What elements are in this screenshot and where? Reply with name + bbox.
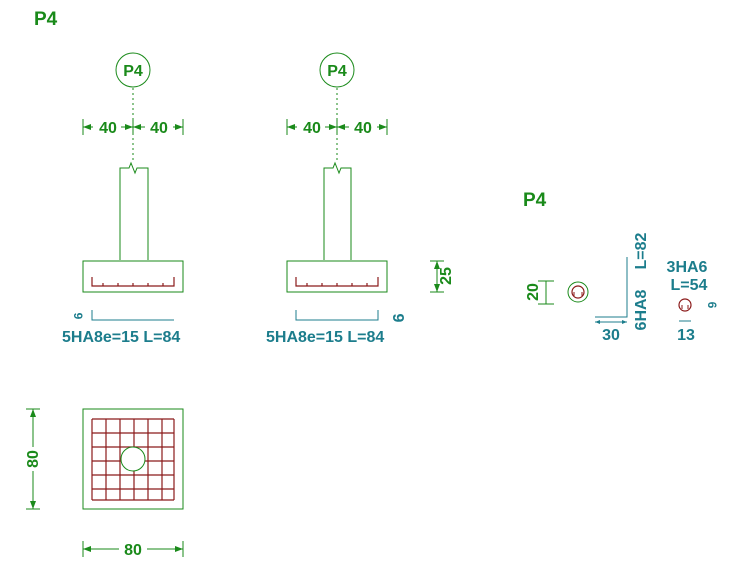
column-section <box>120 446 146 472</box>
bar-shape <box>91 310 174 321</box>
stirrup-shape <box>678 298 692 312</box>
dimension-right: 40 <box>354 120 372 137</box>
detail-title: P4 <box>523 190 547 211</box>
dimension-left: 40 <box>99 120 117 137</box>
dimension-arrows <box>83 124 183 130</box>
dimension-arrows <box>434 261 440 292</box>
footing-height: 25 <box>438 267 455 285</box>
rebar-dots <box>306 283 368 286</box>
stirrup-label: 3HA6 <box>667 259 708 276</box>
plan-width-vertical: 80 <box>25 450 42 468</box>
stirrup-length: L=54 <box>671 277 708 294</box>
column-tag-circle <box>115 52 151 88</box>
dimension-right: 40 <box>150 120 168 137</box>
column-outline <box>323 161 352 260</box>
label-mask <box>297 118 325 136</box>
dimension-arrows <box>287 124 387 130</box>
elevation-view-1: P4 40 40 9 5HA8e=15 L=84 <box>62 52 184 346</box>
column-tag-circle <box>319 52 355 88</box>
label-mask <box>24 447 42 471</box>
bar-hook-length: 9 <box>71 313 85 320</box>
section-dimension: 20 <box>525 283 542 301</box>
bar-label: 5HA8e=15 L=84 <box>62 329 180 346</box>
leg-dimension: 30 <box>602 327 620 344</box>
label-mask <box>145 118 173 136</box>
column-outline <box>119 161 149 260</box>
bar-label: 5HA8e=15 L=84 <box>266 329 384 346</box>
dimension-left: 40 <box>303 120 321 137</box>
starter-bars-detail: P4 20 30 6HA8 L=82 3HA6 L=54 6 13 <box>523 190 719 344</box>
column-tag: P4 <box>123 63 143 80</box>
footing-outline <box>286 260 388 293</box>
bar-hook-length: 9 <box>389 314 406 323</box>
rebar-dots <box>102 283 164 286</box>
label-mask <box>93 118 121 136</box>
starter-bar-length: L=82 <box>633 232 650 269</box>
stirrup-section <box>571 285 585 299</box>
column-tag: P4 <box>327 63 347 80</box>
bar-shape <box>295 310 379 321</box>
label-mask <box>349 118 377 136</box>
stirrup-hooks <box>681 305 689 309</box>
elevation-view-2: P4 40 40 25 9 5HA8e=15 L=84 <box>266 52 455 346</box>
footing-outline <box>82 260 184 293</box>
drawing-title: P4 <box>34 9 58 30</box>
stirrup-side-dimension: 6 <box>705 302 719 309</box>
stirrup-bottom-dimension: 13 <box>677 327 695 344</box>
stirrup-legs <box>573 292 583 296</box>
starter-bar-label: 6HA8 <box>633 289 650 330</box>
column-section <box>567 281 589 303</box>
plan-width-horizontal: 80 <box>124 542 142 559</box>
footing-plan-outline <box>82 408 184 510</box>
starter-bar-shape <box>595 257 628 318</box>
plan-view: 80 80 <box>24 408 184 559</box>
label-mask <box>119 540 147 558</box>
